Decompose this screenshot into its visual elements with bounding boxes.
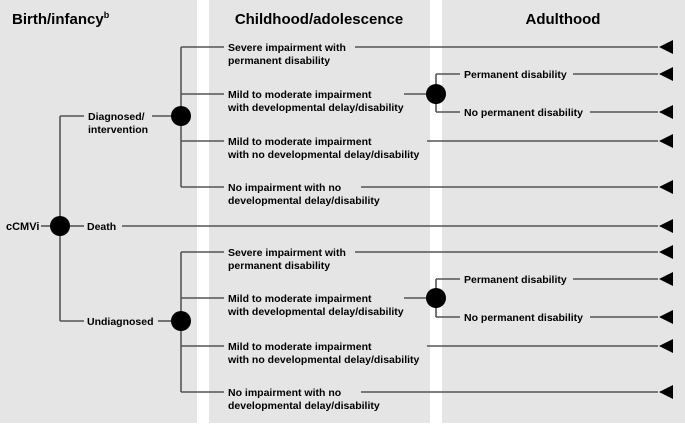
adult-outcome-no-permanent: No permanent disability bbox=[464, 107, 583, 119]
outcome-mild-delay-line2: with developmental delay/disability bbox=[227, 306, 404, 318]
terminal-node-triangle bbox=[659, 272, 673, 286]
column-header-childhood: Childhood/adolescence bbox=[235, 11, 403, 28]
outcome-severe-line2: permanent disability bbox=[228, 260, 330, 272]
undiagnosed-chance-node bbox=[171, 311, 191, 331]
outcome-mild-nodelay-line2: with no developmental delay/disability bbox=[227, 354, 420, 366]
adult-outcome-permanent: Permanent disability bbox=[464, 274, 567, 286]
adult-outcome-permanent: Permanent disability bbox=[464, 69, 567, 81]
column-bg-adulthood bbox=[442, 0, 685, 423]
adult-outcome-no-permanent: No permanent disability bbox=[464, 312, 583, 324]
outcome-mild-delay-line2: with developmental delay/disability bbox=[227, 102, 404, 114]
terminal-node-triangle bbox=[659, 40, 673, 54]
terminal-node-triangle bbox=[659, 385, 673, 399]
terminal-node-triangle bbox=[659, 105, 673, 119]
diagnosed-adult-chance-node bbox=[426, 84, 446, 104]
outcome-none-line2: developmental delay/disability bbox=[228, 195, 380, 207]
branch-label-undiagnosed: Undiagnosed bbox=[87, 316, 154, 328]
terminal-node-triangle bbox=[659, 245, 673, 259]
outcome-severe-line2: permanent disability bbox=[228, 55, 330, 67]
column-header-birth: Birth/infancyb bbox=[12, 10, 110, 28]
terminal-nodes bbox=[659, 40, 673, 399]
root-chance-node bbox=[50, 216, 70, 236]
branch-label-diagnosed-line1: Diagnosed/ bbox=[88, 111, 145, 123]
column-bg-childhood bbox=[209, 0, 430, 423]
terminal-node-triangle bbox=[659, 180, 673, 194]
outcome-none-line2: developmental delay/disability bbox=[228, 400, 380, 412]
terminal-node-triangle bbox=[659, 339, 673, 353]
outcome-none-line1: No impairment with no bbox=[228, 387, 341, 399]
undiagnosed-adult-chance-node bbox=[426, 288, 446, 308]
outcome-mild-nodelay-line2: with no developmental delay/disability bbox=[227, 149, 420, 161]
chance-nodes bbox=[50, 84, 446, 331]
terminal-node-triangle bbox=[659, 310, 673, 324]
terminal-node-triangle bbox=[659, 134, 673, 148]
root-label: cCMVi bbox=[6, 221, 39, 233]
outcome-mild-delay-line1: Mild to moderate impairment bbox=[228, 89, 372, 101]
outcome-mild-nodelay-line1: Mild to moderate impairment bbox=[228, 341, 372, 353]
branch-label-diagnosed-line2: intervention bbox=[88, 124, 148, 136]
branch-label-death: Death bbox=[87, 221, 116, 233]
column-header-adulthood: Adulthood bbox=[526, 11, 601, 28]
terminal-node-triangle bbox=[659, 219, 673, 233]
terminal-node-triangle bbox=[659, 67, 673, 81]
column-bg-birth bbox=[0, 0, 197, 423]
tree-lines bbox=[41, 46, 658, 393]
diagnosed-chance-node bbox=[171, 106, 191, 126]
outcome-mild-nodelay-line1: Mild to moderate impairment bbox=[228, 136, 372, 148]
outcome-none-line1: No impairment with no bbox=[228, 182, 341, 194]
outcome-severe-line1: Severe impairment with bbox=[228, 247, 346, 259]
outcome-mild-delay-line1: Mild to moderate impairment bbox=[228, 293, 372, 305]
outcome-severe-line1: Severe impairment with bbox=[228, 42, 346, 54]
